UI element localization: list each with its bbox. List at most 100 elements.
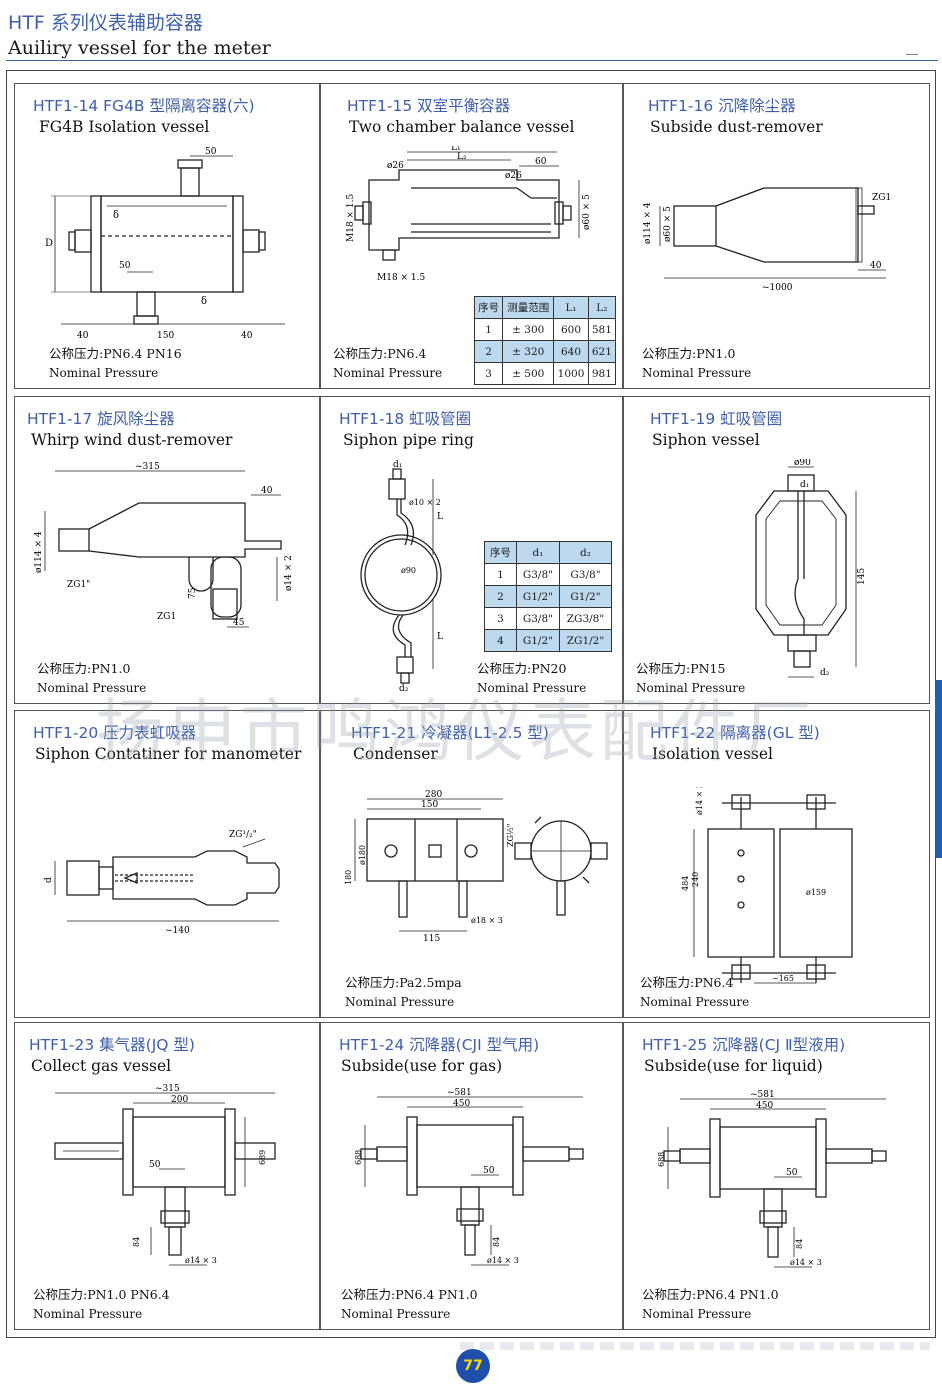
product-name: Siphon vessel	[652, 431, 760, 449]
table-cell: ZG1/2"	[558, 629, 613, 652]
cell-htf1-21: HTF1-21 冷凝器(L1-2.5 型) Condenser 280 150 …	[320, 710, 623, 1018]
drawing-htf1-22: ø14 × 3 484 240 ø159 ~165	[681, 787, 853, 984]
dim-label: d₂	[820, 668, 830, 678]
product-code: HTF1-17 旋风除尘器	[27, 410, 175, 428]
cell-htf1-23: HTF1-23 集气器(JQ 型) Collect gas vessel ~31…	[14, 1022, 320, 1330]
dim-label: 40	[870, 261, 882, 271]
dim-label: ø14 × 3	[487, 1256, 519, 1265]
product-code: HTF1-18 虹吸管圈	[339, 410, 472, 428]
dim-label: 688	[354, 1150, 363, 1165]
dim-label: 450	[756, 1101, 773, 1111]
header-title-en: Auiliry vessel for the meter	[8, 37, 271, 59]
dim-label: 180	[344, 870, 353, 885]
dim-label: ~165	[772, 974, 794, 983]
table-cell: G3/8"	[515, 607, 560, 630]
dim-label: d	[44, 877, 54, 883]
dim-label: δ	[201, 296, 207, 307]
dim-label: 50	[149, 1160, 161, 1170]
dim-label: 84	[492, 1237, 501, 1247]
table-cell: ± 300	[502, 318, 555, 341]
table-header: d₂	[558, 541, 613, 564]
dim-label: ~1000	[762, 283, 793, 293]
table-cell: 1	[484, 563, 517, 586]
pressure-label-en: Nominal Pressure	[642, 1307, 752, 1321]
dim-label: d₁	[393, 460, 402, 470]
product-code: HTF1-20 压力表虹吸器	[33, 724, 197, 742]
pressure-rating: 公称压力:PN20	[477, 661, 567, 676]
dim-label: 240	[691, 872, 700, 887]
table-cell: 621	[587, 340, 617, 363]
cell-htf1-14: HTF1-14 FG4B 型隔离容器(六) FG4B Isolation ves…	[14, 83, 320, 389]
dim-label: L₂	[457, 152, 467, 162]
dim-label: ~140	[165, 926, 190, 936]
dim-label: L	[437, 632, 443, 642]
dim-label: 280	[425, 790, 442, 800]
product-code: HTF1-24 沉降器(CJI 型气用)	[339, 1036, 540, 1054]
drawing-htf1-14: 50 D δ 50 δ 40 150 40	[45, 147, 285, 341]
dim-label: M18 × 1.5	[377, 273, 426, 283]
product-code: HTF1-19 虹吸管圈	[650, 410, 783, 428]
table-cell: 2	[473, 340, 504, 363]
product-name: Two chamber balance vessel	[349, 118, 575, 136]
table-cell: 1000	[553, 362, 589, 385]
table-header: 序号	[484, 541, 517, 564]
dim-label: M18 × 1.5	[346, 193, 356, 242]
dim-label: ~315	[155, 1084, 180, 1094]
dim-label: ø90	[794, 459, 811, 468]
drawing-htf1-16: ZG1 40 ~1000 ø114 × 4 ø60 × 5	[643, 187, 891, 293]
cell-htf1-19: HTF1-19 虹吸管圈 Siphon vessel ø90 d₁ 145 d₂…	[623, 396, 930, 704]
dim-label: ø90	[401, 566, 416, 575]
table-cell: G1/2"	[515, 585, 560, 608]
cell-htf1-16: HTF1-16 沉降除尘器 Subside dust-remover ZG1 4…	[623, 83, 930, 389]
dim-label: ø10 × 2	[409, 498, 441, 507]
dim-label: ~581	[750, 1090, 775, 1100]
dim-label: ZG½"	[506, 824, 515, 847]
dim-label: ø26	[505, 171, 522, 181]
table-cell: ZG3/8"	[558, 607, 613, 630]
dim-label: 40	[241, 331, 253, 341]
dim-label: 84	[132, 1237, 141, 1247]
table-cell: 581	[587, 318, 617, 341]
drawing-htf1-23: ~315 200 50 689 84 ø14 × 3	[54, 1084, 276, 1266]
product-code: HTF1-15 双室平衡容器	[347, 97, 511, 115]
pressure-label-en: Nominal Pressure	[477, 681, 587, 695]
dim-label: ø114 × 4	[643, 202, 653, 244]
product-name: Whirp wind dust-remover	[31, 431, 233, 449]
product-name: Subside dust-remover	[650, 118, 823, 136]
pressure-rating: 公称压力:Pa2.5mpa	[345, 975, 462, 990]
table-cell: G3/8"	[515, 563, 560, 586]
header-title-cn: HTF 系列仪表辅助容器	[8, 12, 203, 34]
dim-label: 450	[453, 1099, 470, 1109]
pressure-label-en: Nominal Pressure	[49, 366, 159, 380]
dim-label: 40	[77, 331, 89, 341]
cell-htf1-22: HTF1-22 隔离器(GL 型) Isolation vessel ø14 ×…	[623, 710, 930, 1018]
dim-label: ø180	[358, 845, 367, 865]
drawing-htf1-21: 280 150 180 ø180 ZG½" 115 ø18 × 3	[344, 790, 608, 944]
drawing-htf1-15: L₁ L₂ ø26 ø26 60 M18 × 1.5 M18 × 1.5 ø60…	[346, 146, 592, 283]
dim-label: ø114 × 4	[34, 531, 44, 573]
table-cell: G1/2"	[558, 585, 613, 608]
table-header: 序号	[473, 296, 504, 319]
dim-label: ø14 × 3	[185, 1256, 217, 1265]
product-name: Siphon pipe ring	[343, 431, 474, 449]
dim-label: d₂	[399, 684, 409, 691]
header-tick	[906, 54, 918, 55]
product-code: HTF1-22 隔离器(GL 型)	[650, 724, 820, 742]
pressure-rating: 公称压力:PN15	[636, 661, 726, 676]
product-code: HTF1-16 沉降除尘器	[648, 97, 796, 115]
page-number-badge: 77	[456, 1349, 490, 1383]
dim-label: ø26	[387, 161, 404, 171]
dim-label: 40	[261, 486, 273, 496]
pressure-label-en: Nominal Pressure	[345, 995, 455, 1009]
product-name: Siphon Contatiner for manometer	[35, 745, 302, 763]
cell-htf1-24: HTF1-24 沉降器(CJI 型气用) Subside(use for gas…	[320, 1022, 623, 1330]
dim-label: D	[45, 238, 53, 249]
product-name: Isolation vessel	[652, 745, 774, 763]
dim-label: 50	[786, 1168, 798, 1178]
pressure-rating: 公称压力:PN6.4	[640, 975, 734, 990]
dim-label: ø14 × 3	[790, 1258, 822, 1267]
dim-label: 84	[795, 1239, 804, 1249]
dim-label: L₁	[451, 146, 461, 153]
